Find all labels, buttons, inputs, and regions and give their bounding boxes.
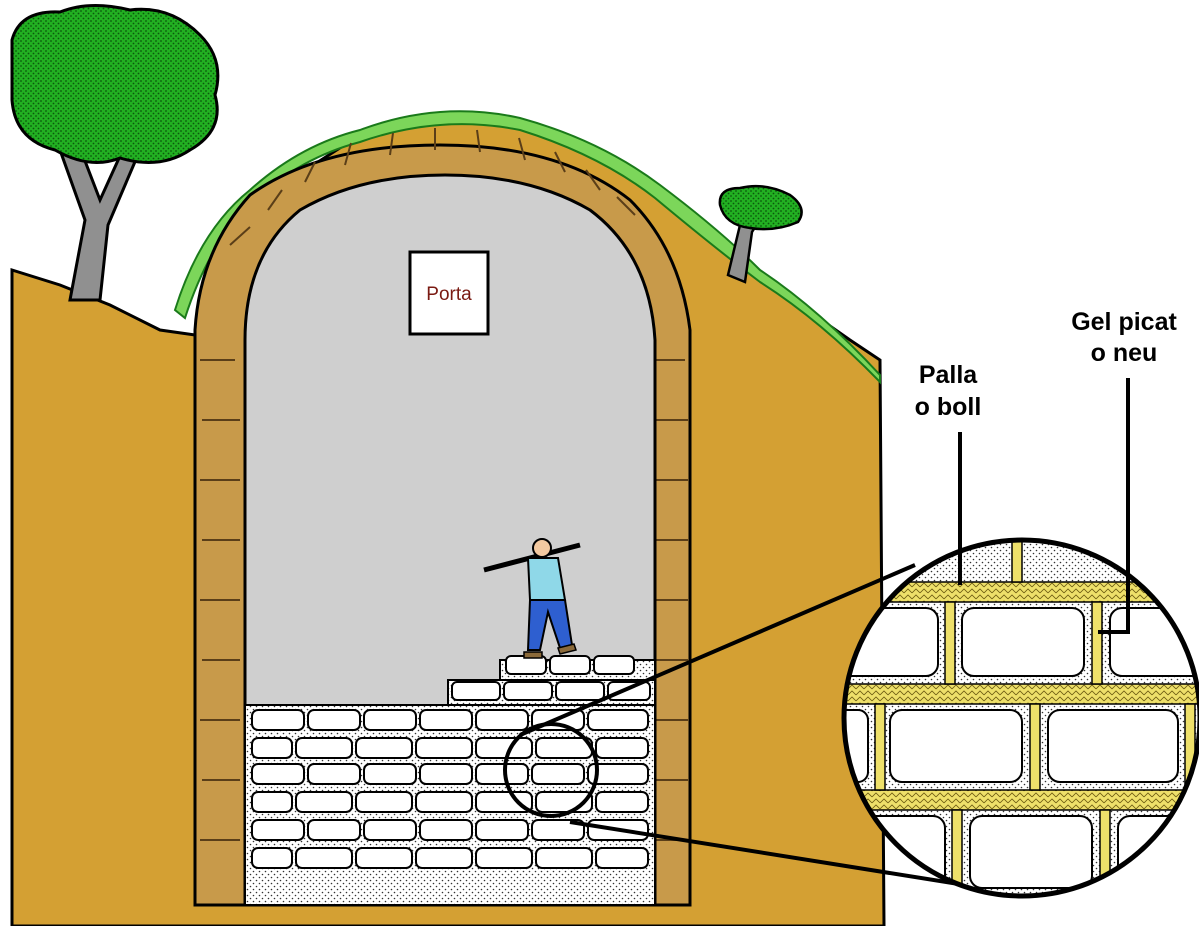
small-tree-icon xyxy=(718,184,803,284)
zoom-source-circle xyxy=(503,722,599,818)
ice-label-line2: o neu xyxy=(1091,339,1158,367)
door-label: Porta xyxy=(426,284,472,305)
ice-blocks xyxy=(251,655,651,869)
ice-pointer xyxy=(1098,378,1130,634)
straw-label-line1: Palla xyxy=(919,361,978,389)
ice-label-line1: Gel picat xyxy=(1071,308,1177,336)
door xyxy=(408,250,490,336)
zoom-connector-bottom xyxy=(569,820,966,887)
tree-icon xyxy=(10,3,220,302)
straw-label-line2: o boll xyxy=(915,393,982,421)
zoom-circle-icon xyxy=(841,537,1199,899)
grass-on-dome xyxy=(173,110,881,385)
person-carrying-pole-icon xyxy=(483,538,581,659)
zoom-connector-top xyxy=(519,563,916,737)
stone-wall-texture xyxy=(200,128,688,841)
